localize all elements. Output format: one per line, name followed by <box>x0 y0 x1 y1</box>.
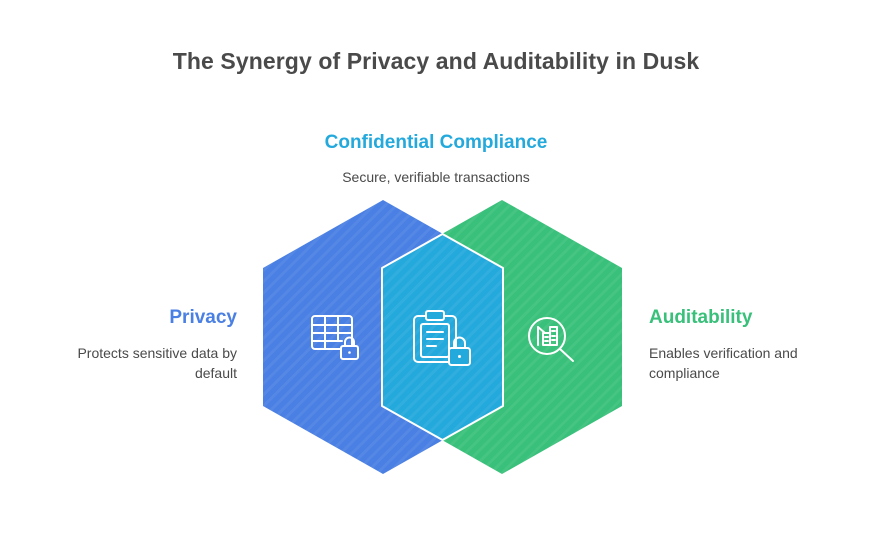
confidential-compliance-description: Secure, verifiable transactions <box>342 169 530 185</box>
magnifier-chart-icon <box>528 317 574 362</box>
privacy-description: Protects sensitive data by default <box>77 345 237 381</box>
auditability-description: Enables verification and compliance <box>649 345 798 381</box>
auditability-heading: Auditability <box>649 307 753 328</box>
privacy-heading: Privacy <box>169 307 237 328</box>
clipboard-lock-icon <box>413 310 471 366</box>
confidential-compliance-heading: Confidential Compliance <box>324 132 548 153</box>
table-lock-icon <box>311 315 359 360</box>
page-title: The Synergy of Privacy and Auditability … <box>172 48 700 74</box>
confidential-compliance-overlap <box>381 233 504 441</box>
